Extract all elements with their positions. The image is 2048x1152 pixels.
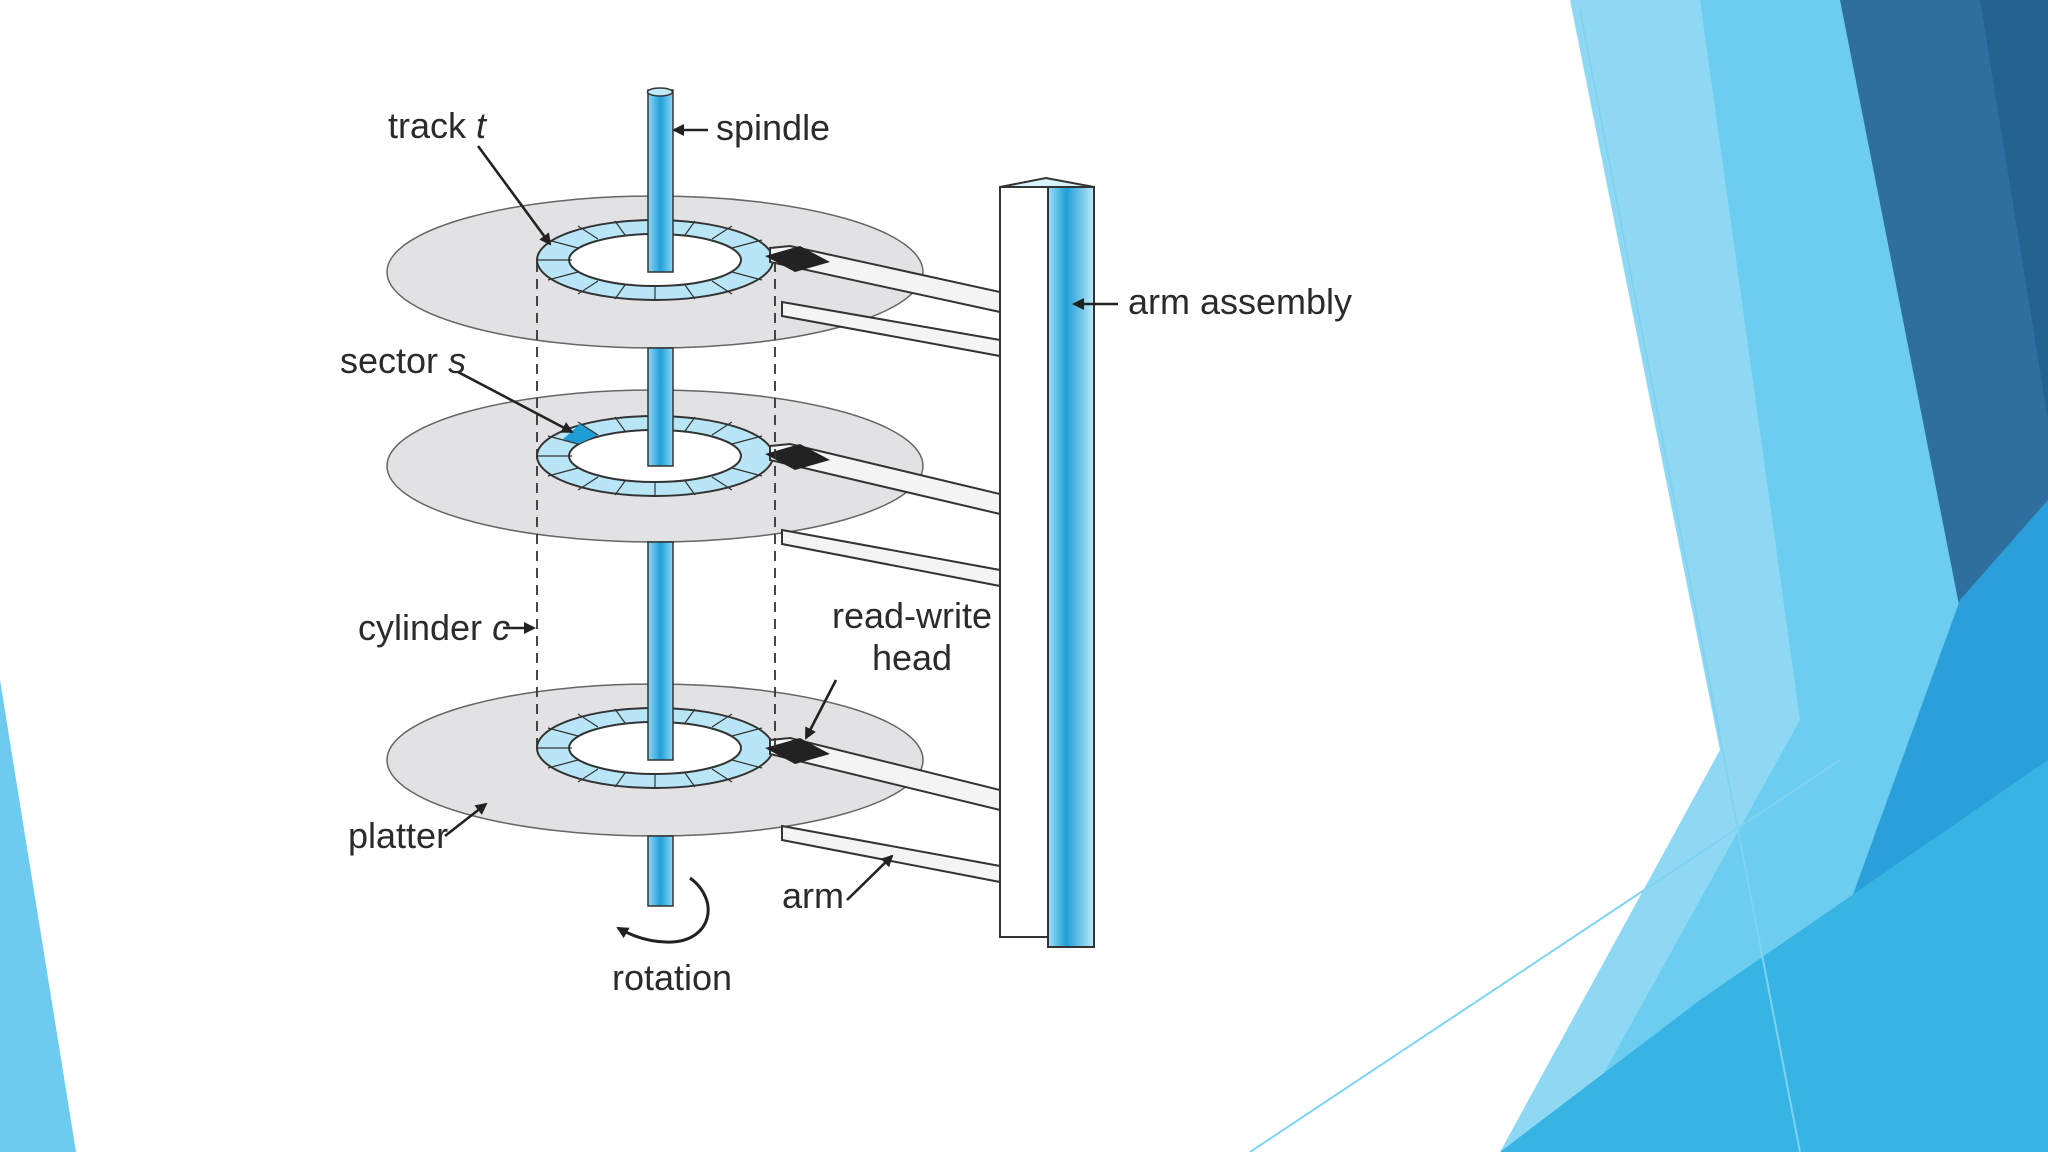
right-accent-darker bbox=[1980, 0, 2048, 420]
read-write-head-middle bbox=[765, 444, 830, 470]
rotation-arrow-icon bbox=[616, 876, 710, 944]
cylinder-label: cylinder c bbox=[358, 607, 510, 648]
right-accent-dark bbox=[1840, 0, 2048, 740]
track-label: track t bbox=[388, 105, 488, 146]
cylinder-outline bbox=[536, 262, 776, 750]
read-write-head-label-line2: head bbox=[872, 637, 952, 678]
track-arrow bbox=[476, 145, 552, 246]
arm-arrow bbox=[846, 854, 894, 901]
arm-bottom bbox=[765, 736, 1001, 884]
sector-arrow bbox=[457, 370, 574, 434]
accent-line-1 bbox=[1579, 9, 1801, 1152]
disk-diagram: track t spindle arm assembly sector s cy… bbox=[340, 87, 1352, 998]
sector-label: sector s bbox=[340, 340, 466, 381]
accent-line-2 bbox=[1249, 759, 1841, 1152]
left-accent-shape bbox=[0, 680, 76, 1152]
arm-assembly-column bbox=[999, 176, 1095, 948]
arm-middle bbox=[765, 442, 1001, 588]
sector-highlight bbox=[562, 424, 598, 444]
diagram-labels: track t spindle arm assembly sector s cy… bbox=[340, 105, 1352, 998]
spindle-label: spindle bbox=[716, 107, 830, 148]
right-accent-bright bbox=[1500, 760, 2048, 1152]
rotation-label: rotation bbox=[612, 957, 732, 998]
arm-label: arm bbox=[782, 875, 844, 916]
spindle bbox=[646, 87, 674, 907]
right-accent-mid bbox=[1560, 0, 1960, 1152]
platter-arrow bbox=[444, 802, 488, 838]
read-write-head-arrow bbox=[804, 679, 838, 740]
read-write-head-top bbox=[765, 246, 830, 272]
read-write-head-label-line1: read-write bbox=[832, 595, 992, 636]
arm-top bbox=[765, 244, 1001, 358]
arm-assembly-label: arm assembly bbox=[1128, 281, 1352, 322]
pointer-arrows bbox=[444, 124, 1118, 901]
read-write-head-bottom bbox=[765, 738, 830, 764]
platter-label: platter bbox=[348, 815, 448, 856]
